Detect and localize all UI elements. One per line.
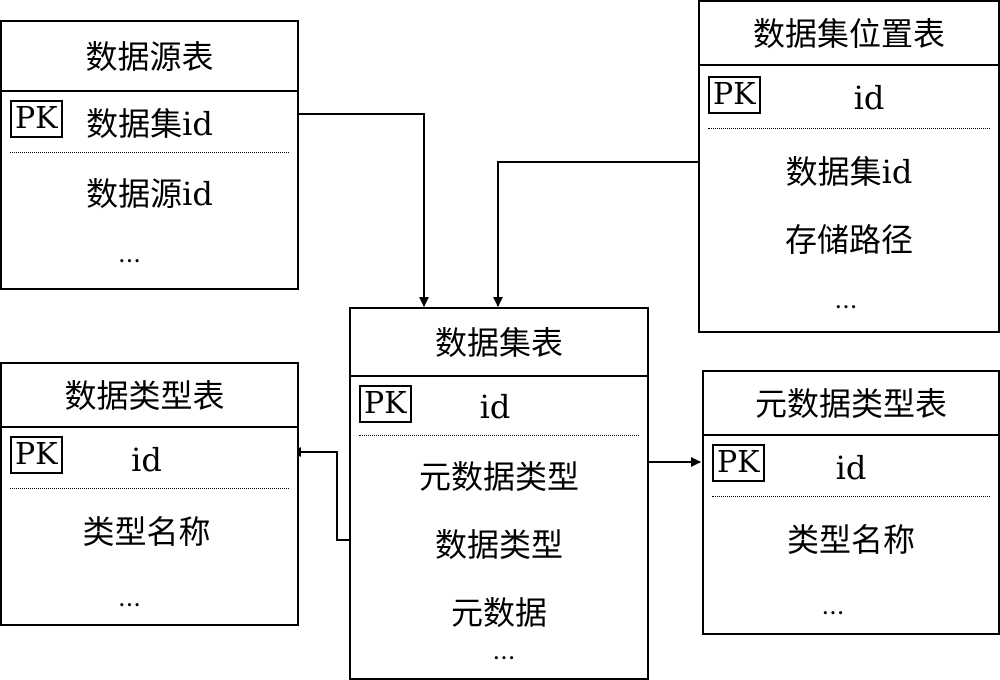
- location-table: 数据集位置表 PK id 数据集id 存储路径 ...: [698, 0, 1000, 333]
- metatype-table: 元数据类型表 PK id 类型名称 ...: [702, 370, 1000, 635]
- field-ellipsis: ...: [118, 584, 141, 612]
- pk-tag: PK: [712, 444, 765, 482]
- pk-field: id: [853, 79, 885, 117]
- pk-tag: PK: [708, 76, 761, 114]
- pk-tag: PK: [10, 100, 63, 138]
- field: 存储路径: [784, 221, 913, 259]
- separator: [712, 496, 990, 497]
- table-title: 数据类型表: [0, 364, 297, 428]
- field-ellipsis: ...: [118, 240, 141, 268]
- datatype-table: 数据类型表 PK id 类型名称 ...: [0, 362, 299, 626]
- table-title: 数据集表: [351, 309, 647, 377]
- pk-tag: PK: [359, 385, 412, 423]
- arrow-datasource-to-dataset: [290, 113, 429, 307]
- field: 数据集id: [785, 153, 913, 191]
- datasource-table: 数据源表 PK 数据集id 数据源id ...: [0, 20, 299, 290]
- table-title: 数据集位置表: [700, 2, 998, 66]
- separator: [10, 152, 289, 153]
- table-title: 元数据类型表: [704, 372, 998, 436]
- pk-field: id: [131, 441, 162, 479]
- field-ellipsis: ...: [821, 592, 845, 620]
- table-title: 数据源表: [2, 22, 297, 92]
- field-ellipsis: ...: [492, 637, 516, 665]
- pk-tag: PK: [10, 436, 63, 474]
- field: 数据类型: [434, 526, 563, 564]
- field: 数据源id: [86, 175, 213, 213]
- arrow-location-to-dataset: [493, 161, 710, 307]
- pk-field: id: [835, 449, 867, 487]
- field: 元数据类型: [418, 458, 579, 496]
- field: 类型名称: [82, 513, 211, 551]
- separator: [359, 435, 639, 436]
- separator: [10, 488, 289, 489]
- separator: [708, 128, 990, 129]
- field: 元数据: [450, 594, 547, 632]
- field: 类型名称: [786, 521, 915, 559]
- pk-field: 数据集id: [86, 105, 213, 143]
- field-ellipsis: ...: [834, 286, 858, 314]
- dataset-table: 数据集表 PK id 元数据类型 数据类型 元数据 ...: [349, 307, 649, 680]
- pk-field: id: [479, 388, 511, 426]
